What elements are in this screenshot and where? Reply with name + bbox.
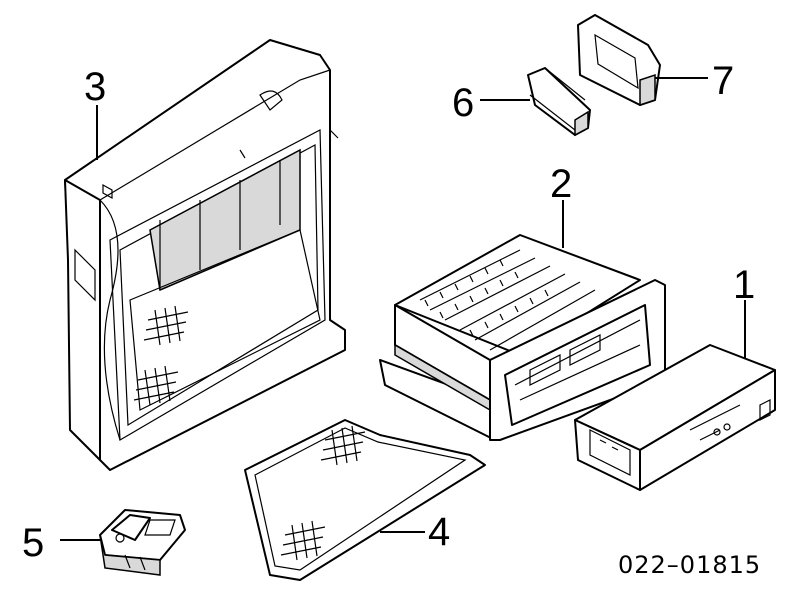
part-2-mounting-cage <box>379 234 666 441</box>
diagram-code: 022–01815 <box>618 551 761 579</box>
callout-6: 6 <box>452 81 474 125</box>
part-3-housing <box>64 39 346 471</box>
part-7-bezel <box>577 14 661 107</box>
part-5-switch <box>99 509 186 576</box>
callout-3: 3 <box>84 65 106 109</box>
callout-4: 4 <box>428 510 450 554</box>
callout-5: 5 <box>22 521 44 565</box>
part-6-clip <box>527 67 591 137</box>
part-1-radio-unit <box>574 344 776 491</box>
callout-7: 7 <box>712 59 734 103</box>
leader-lines <box>60 77 746 541</box>
callout-1: 1 <box>733 263 755 307</box>
part-4-mat <box>244 419 486 581</box>
callout-2: 2 <box>550 162 572 206</box>
